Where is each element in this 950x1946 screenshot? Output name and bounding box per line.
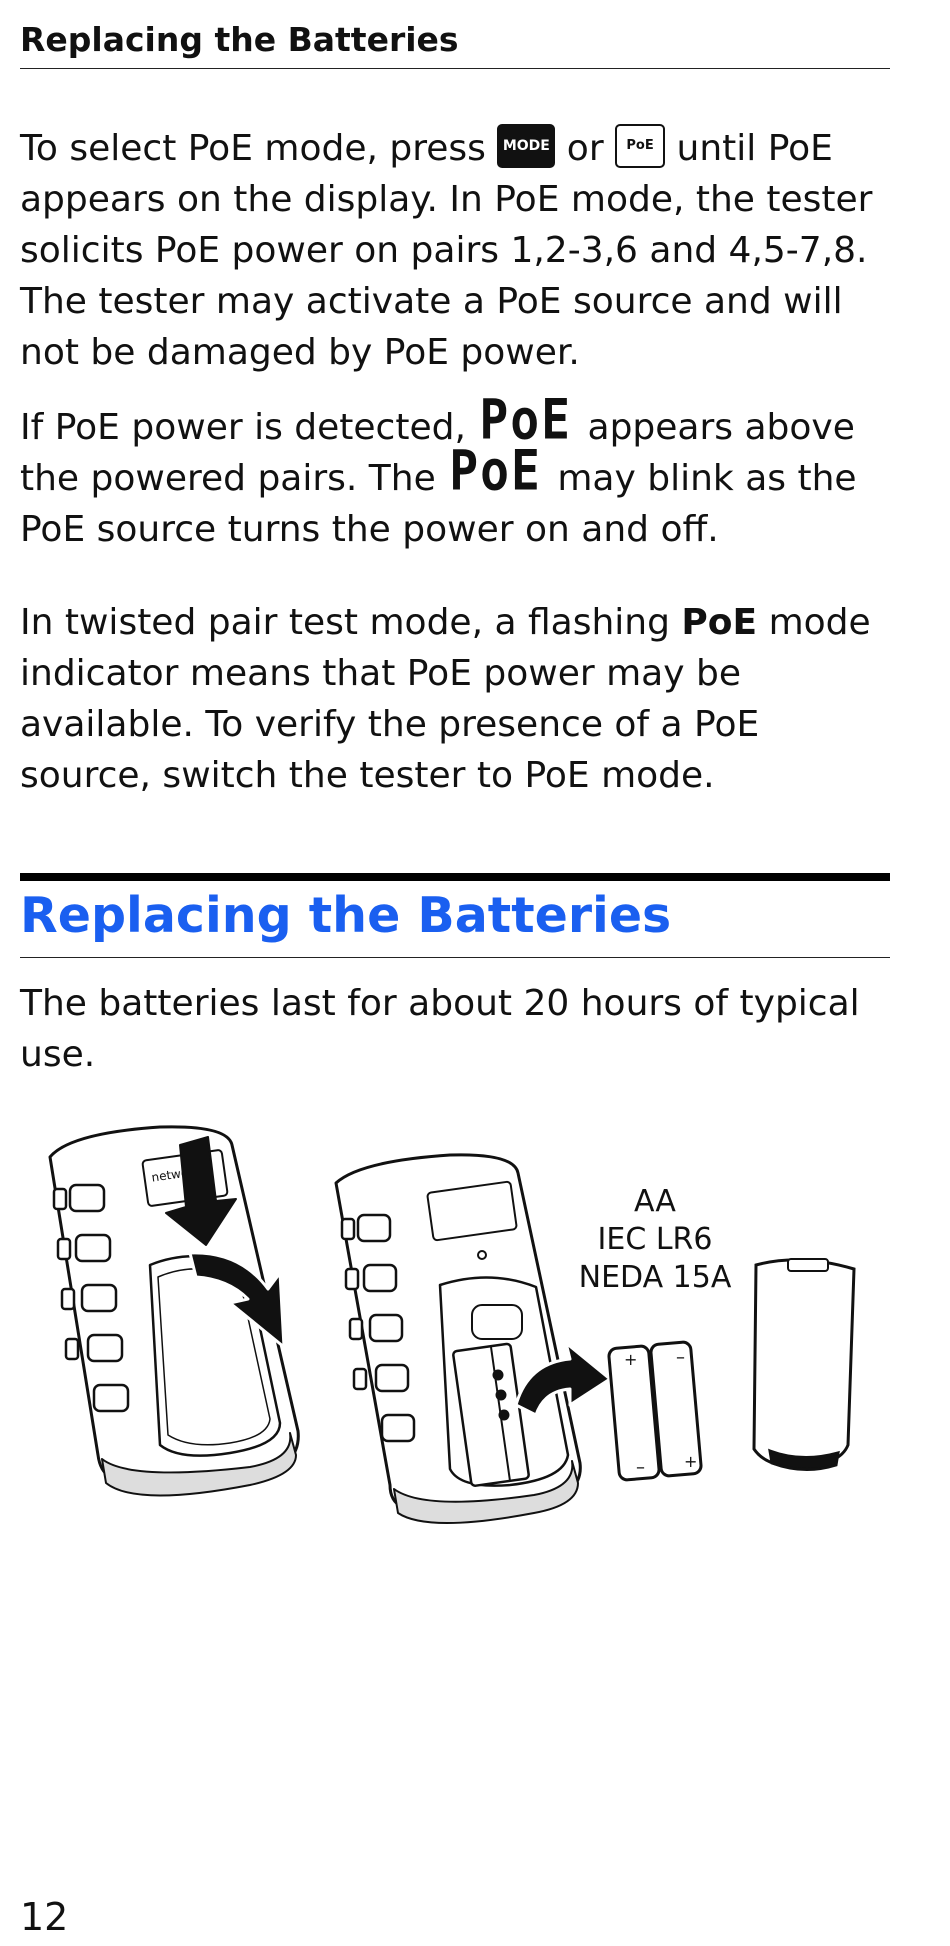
poe-display-icon: PoE [449, 438, 542, 504]
page-number: 12 [20, 1895, 69, 1939]
section-rule [20, 873, 890, 881]
battery-spec-line: AA [634, 1184, 676, 1219]
svg-text:+: + [624, 1350, 637, 1369]
tester-with-cover-illustration: networks [48, 1125, 300, 1497]
text-run: In twisted pair test mode, a flashing [20, 602, 682, 643]
text-run: or [555, 128, 616, 169]
side-grip-icon [52, 1183, 130, 1413]
text-run: appears above the powered pairs. The [20, 407, 855, 499]
svg-text:+: + [684, 1452, 697, 1471]
battery-spec-line: IEC LR6 [597, 1222, 713, 1257]
section-heading: Replacing the Batteries [20, 885, 890, 958]
battery-spec-line: NEDA 15A [578, 1260, 732, 1295]
side-grip-icon [340, 1213, 416, 1443]
paragraph-battery-life: The batteries last for about 20 hours of… [20, 983, 860, 1075]
aa-batteries-icon: + + – – [607, 1340, 703, 1482]
text-run: may blink as the PoE source turns the po… [20, 458, 857, 550]
battery-spec-label: AA IEC LR6 NEDA 15A [570, 1183, 740, 1297]
running-header: Replacing the Batteries [20, 18, 890, 69]
text-run: mode indicator means that PoE power may … [20, 602, 871, 796]
paragraph-poe-detected: If PoE power is detected, PoE appears ab… [20, 392, 900, 555]
text-run: until PoE appears on the display. In PoE… [20, 128, 873, 373]
tester-open-illustration [334, 1153, 612, 1524]
poe-display-icon: PoE [479, 387, 573, 453]
battery-replacement-illustration: networks + + – – [48, 1125, 856, 1524]
mode-key-icon: MODE [497, 124, 556, 168]
text-run: To select PoE mode, press [20, 128, 498, 169]
arrow-down-icon [165, 1136, 237, 1246]
paragraph-poe-mode: To select PoE mode, press MODE or PoE un… [20, 123, 900, 378]
text-run: If PoE power is detected, [20, 407, 478, 448]
svg-text:–: – [676, 1347, 685, 1368]
arrow-curve-icon [188, 1251, 286, 1349]
svg-text:–: – [636, 1457, 645, 1478]
battery-cover-icon [752, 1258, 856, 1472]
poe-indicator-text: PoE [681, 602, 758, 643]
paragraph-twisted-pair: In twisted pair test mode, a flashing Po… [20, 597, 900, 801]
poe-key-icon: PoE [615, 124, 666, 168]
